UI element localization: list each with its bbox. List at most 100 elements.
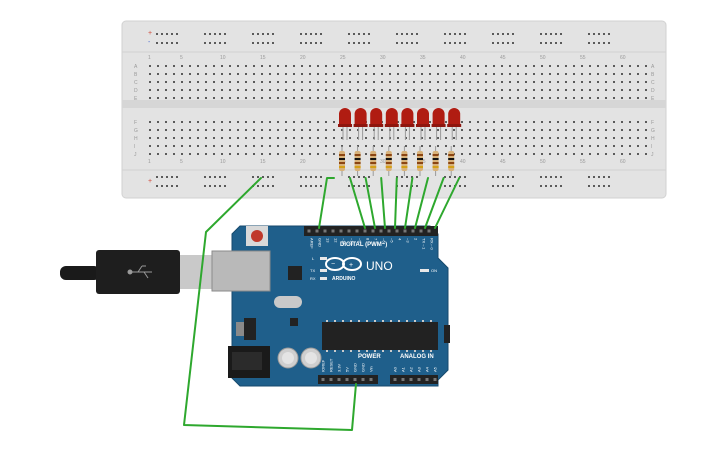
breadboard-hole[interactable]	[573, 153, 575, 155]
breadboard-hole[interactable]	[197, 129, 199, 131]
breadboard-hole[interactable]	[405, 145, 407, 147]
breadboard-hole[interactable]	[517, 137, 519, 139]
breadboard-hole[interactable]	[517, 121, 519, 123]
rail-hole[interactable]	[315, 176, 317, 178]
power-pin[interactable]	[337, 378, 341, 381]
breadboard-hole[interactable]	[445, 73, 447, 75]
breadboard-hole[interactable]	[549, 65, 551, 67]
breadboard-hole[interactable]	[509, 137, 511, 139]
rail-hole[interactable]	[540, 33, 542, 35]
breadboard-hole[interactable]	[437, 89, 439, 91]
breadboard-hole[interactable]	[533, 97, 535, 99]
rail-hole[interactable]	[363, 185, 365, 187]
breadboard-hole[interactable]	[613, 153, 615, 155]
rail-hole[interactable]	[608, 185, 610, 187]
rail-hole[interactable]	[497, 33, 499, 35]
breadboard-hole[interactable]	[605, 153, 607, 155]
breadboard-hole[interactable]	[453, 73, 455, 75]
rail-hole[interactable]	[598, 185, 600, 187]
breadboard-hole[interactable]	[509, 73, 511, 75]
rail-hole[interactable]	[411, 42, 413, 44]
breadboard-hole[interactable]	[565, 129, 567, 131]
power-pin[interactable]	[353, 378, 357, 381]
rail-hole[interactable]	[406, 176, 408, 178]
breadboard-hole[interactable]	[341, 81, 343, 83]
breadboard-hole[interactable]	[365, 97, 367, 99]
breadboard-hole[interactable]	[197, 137, 199, 139]
rail-hole[interactable]	[459, 176, 461, 178]
rail-hole[interactable]	[512, 176, 514, 178]
rail-hole[interactable]	[224, 33, 226, 35]
breadboard-hole[interactable]	[573, 121, 575, 123]
breadboard-hole[interactable]	[477, 97, 479, 99]
rail-hole[interactable]	[358, 176, 360, 178]
breadboard-hole[interactable]	[501, 121, 503, 123]
breadboard-hole[interactable]	[277, 137, 279, 139]
rail-hole[interactable]	[348, 185, 350, 187]
breadboard-hole[interactable]	[493, 129, 495, 131]
breadboard-hole[interactable]	[541, 81, 543, 83]
breadboard-hole[interactable]	[597, 97, 599, 99]
breadboard-hole[interactable]	[277, 81, 279, 83]
rail-hole[interactable]	[368, 33, 370, 35]
breadboard-hole[interactable]	[285, 153, 287, 155]
breadboard-hole[interactable]	[581, 129, 583, 131]
breadboard-hole[interactable]	[485, 153, 487, 155]
breadboard-hole[interactable]	[461, 153, 463, 155]
breadboard-hole[interactable]	[357, 81, 359, 83]
breadboard-hole[interactable]	[437, 81, 439, 83]
rail-hole[interactable]	[272, 176, 274, 178]
breadboard-hole[interactable]	[221, 137, 223, 139]
breadboard-hole[interactable]	[541, 89, 543, 91]
rail-hole[interactable]	[267, 176, 269, 178]
breadboard-hole[interactable]	[477, 81, 479, 83]
power-pin[interactable]	[361, 378, 365, 381]
rail-hole[interactable]	[497, 185, 499, 187]
rail-hole[interactable]	[454, 33, 456, 35]
breadboard-hole[interactable]	[245, 153, 247, 155]
breadboard-hole[interactable]	[533, 89, 535, 91]
breadboard-hole[interactable]	[181, 73, 183, 75]
rail-hole[interactable]	[512, 42, 514, 44]
rail-hole[interactable]	[363, 33, 365, 35]
breadboard-hole[interactable]	[221, 153, 223, 155]
breadboard-hole[interactable]	[541, 145, 543, 147]
breadboard-hole[interactable]	[613, 81, 615, 83]
breadboard-hole[interactable]	[349, 65, 351, 67]
rail-hole[interactable]	[401, 33, 403, 35]
rail-hole[interactable]	[406, 33, 408, 35]
breadboard-hole[interactable]	[637, 153, 639, 155]
breadboard-hole[interactable]	[213, 121, 215, 123]
breadboard-hole[interactable]	[181, 97, 183, 99]
rail-hole[interactable]	[363, 176, 365, 178]
rail-hole[interactable]	[252, 176, 254, 178]
breadboard-hole[interactable]	[605, 121, 607, 123]
breadboard-hole[interactable]	[245, 89, 247, 91]
breadboard-hole[interactable]	[173, 65, 175, 67]
breadboard-hole[interactable]	[621, 65, 623, 67]
breadboard-hole[interactable]	[149, 73, 151, 75]
breadboard-hole[interactable]	[253, 129, 255, 131]
breadboard-hole[interactable]	[149, 97, 151, 99]
breadboard-hole[interactable]	[365, 73, 367, 75]
rail-hole[interactable]	[353, 33, 355, 35]
rail-hole[interactable]	[401, 176, 403, 178]
breadboard-hole[interactable]	[557, 153, 559, 155]
breadboard-hole[interactable]	[389, 89, 391, 91]
breadboard-hole[interactable]	[213, 129, 215, 131]
breadboard-hole[interactable]	[157, 81, 159, 83]
breadboard-hole[interactable]	[557, 121, 559, 123]
breadboard-hole[interactable]	[181, 129, 183, 131]
breadboard-hole[interactable]	[589, 145, 591, 147]
breadboard-hole[interactable]	[325, 97, 327, 99]
breadboard-hole[interactable]	[165, 73, 167, 75]
breadboard-hole[interactable]	[581, 89, 583, 91]
rail-hole[interactable]	[464, 33, 466, 35]
rail-hole[interactable]	[257, 176, 259, 178]
breadboard-hole[interactable]	[597, 121, 599, 123]
breadboard-hole[interactable]	[629, 81, 631, 83]
digital-pin[interactable]	[315, 229, 319, 233]
breadboard-hole[interactable]	[285, 89, 287, 91]
breadboard-hole[interactable]	[581, 137, 583, 139]
breadboard-hole[interactable]	[389, 97, 391, 99]
